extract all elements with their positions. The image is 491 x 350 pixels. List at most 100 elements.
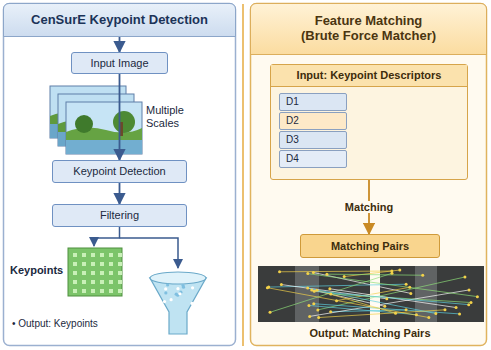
feature-dot	[312, 271, 315, 274]
process-box: Filtering	[52, 204, 187, 227]
feature-dot	[164, 287, 167, 290]
match-line	[319, 310, 445, 318]
keypoint-dot	[118, 271, 122, 275]
feature-dot	[328, 287, 331, 290]
process-box: Input Image	[71, 52, 168, 74]
feature-dot	[427, 316, 430, 319]
connector-arrow	[119, 37, 121, 52]
feature-dot	[463, 275, 466, 278]
match-line	[280, 271, 392, 273]
feature-dot	[467, 303, 470, 306]
feature-dot	[170, 298, 173, 301]
match-line	[308, 288, 436, 313]
node-text: D3	[286, 134, 299, 146]
node-text: CenSurE Keypoint Detection	[31, 13, 208, 28]
funnel-rim	[150, 272, 206, 284]
descriptor-row: D4	[279, 150, 347, 168]
panel-header: CenSurE Keypoint Detection	[3, 3, 236, 37]
keypoint-grid	[68, 248, 122, 296]
branch-arrow	[120, 238, 179, 268]
keypoint-dot	[73, 280, 77, 284]
keypoint-dot	[91, 262, 95, 266]
node-text: Matching Pairs	[331, 240, 409, 253]
feature-dot	[190, 302, 193, 305]
descriptor-row: D2	[279, 112, 347, 130]
feature-dot	[280, 283, 283, 286]
feature-dot	[434, 312, 437, 315]
feature-dot	[405, 308, 408, 311]
keypoint-dot	[109, 280, 113, 284]
feature-dot	[164, 291, 167, 294]
keypoint-dot	[91, 289, 95, 293]
feature-dot	[166, 283, 169, 286]
feature-dot	[409, 292, 412, 295]
feature-dot	[269, 311, 272, 314]
input-box: Input: Keypoint DescriptorsD1D2D3D4	[270, 64, 468, 180]
left-panel	[4, 4, 236, 346]
match-line	[327, 274, 423, 275]
descriptor-row: D1	[279, 93, 347, 111]
feature-dot	[455, 306, 458, 309]
match-line	[310, 290, 469, 316]
keypoint-dot	[109, 262, 113, 266]
feature-dot	[175, 293, 178, 296]
keypoint-dot	[82, 253, 86, 257]
feature-dot	[266, 286, 269, 289]
output-label: Output: Matching Pairs	[310, 327, 431, 340]
feature-dot	[335, 299, 338, 302]
feature-dot	[306, 272, 309, 275]
feature-dot	[458, 312, 461, 315]
feature-dot	[470, 301, 473, 304]
feature-dot	[308, 315, 311, 318]
panel-header: Feature Matching (Brute Force Matcher)	[250, 3, 487, 55]
node-text: D4	[286, 153, 299, 165]
feature-dot	[310, 288, 313, 291]
feature-dot	[178, 292, 181, 295]
keypoint-dot	[100, 289, 104, 293]
funnel	[150, 278, 206, 334]
edge-label: Matching	[342, 201, 396, 214]
feature-dot	[398, 269, 401, 272]
feature-dot	[163, 300, 166, 303]
keypoint-dot	[82, 271, 86, 275]
feature-dot	[313, 290, 316, 293]
match-line	[314, 291, 468, 304]
output-note: • Output: Keypoints	[12, 318, 98, 330]
node-text: D2	[286, 115, 299, 127]
keypoint-dot	[82, 280, 86, 284]
keypoint-dot	[100, 271, 104, 275]
feature-dot	[317, 316, 320, 319]
node-text: Keypoint Detection	[73, 165, 165, 178]
match-line	[267, 288, 428, 318]
keypoint-dot	[91, 253, 95, 257]
feature-dot	[315, 289, 318, 292]
keypoint-dot	[73, 289, 77, 293]
match-line	[317, 290, 396, 313]
keypoint-dot	[100, 253, 104, 257]
feature-dot	[191, 286, 194, 289]
waterfall	[415, 266, 437, 322]
node-text: Filtering	[100, 209, 139, 222]
feature-dot	[468, 288, 471, 291]
keypoint-dot	[73, 253, 77, 257]
descriptor-row: D3	[279, 131, 347, 149]
feature-dot	[383, 305, 386, 308]
process-box: Matching Pairs	[300, 234, 440, 258]
connector-arrow	[119, 183, 121, 204]
feature-dot	[421, 274, 424, 277]
node-text: Feature Matching (Brute Force Matcher)	[298, 14, 440, 44]
keypoint-dot	[100, 280, 104, 284]
match-image	[380, 266, 484, 322]
keypoint-dot	[91, 280, 95, 284]
feature-dot	[405, 283, 408, 286]
feature-dot	[306, 287, 309, 290]
keypoint-dot	[109, 253, 113, 257]
node-text: Input Image	[90, 57, 148, 70]
feature-dot	[278, 270, 281, 273]
feature-dot	[316, 308, 319, 311]
feature-dot	[390, 272, 393, 275]
keypoint-dot	[118, 289, 122, 293]
feature-dot	[385, 297, 388, 300]
connector-arrow	[119, 74, 121, 160]
feature-dot	[394, 312, 397, 315]
